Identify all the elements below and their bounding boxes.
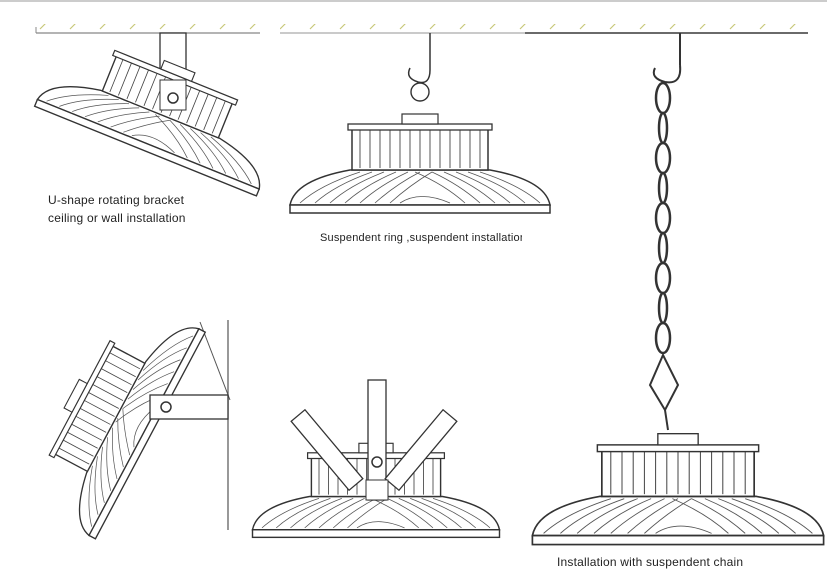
lamp-bracket-upright [251, 379, 501, 539]
label-bracket-line2: ceiling or wall installation [48, 211, 186, 225]
label-suspendent-chain: Installation with suspendent chain [557, 555, 744, 569]
chain-links [654, 81, 672, 355]
lamp-bracket-ceiling [33, 21, 292, 197]
wall [199, 320, 238, 530]
lamp-suspendent-chain [531, 33, 825, 546]
label-suspendent-ring: Suspendent ring ,suspendent installation [320, 232, 522, 244]
label-bracket-line1: U-shape rotating bracket [48, 193, 185, 207]
ceiling-right [525, 24, 808, 34]
ceiling-middle [280, 24, 525, 34]
ceiling-left [35, 24, 260, 34]
top-border [0, 0, 827, 2]
lamp-suspendent-ring [289, 33, 551, 214]
lamp-bracket-wall [16, 289, 229, 540]
